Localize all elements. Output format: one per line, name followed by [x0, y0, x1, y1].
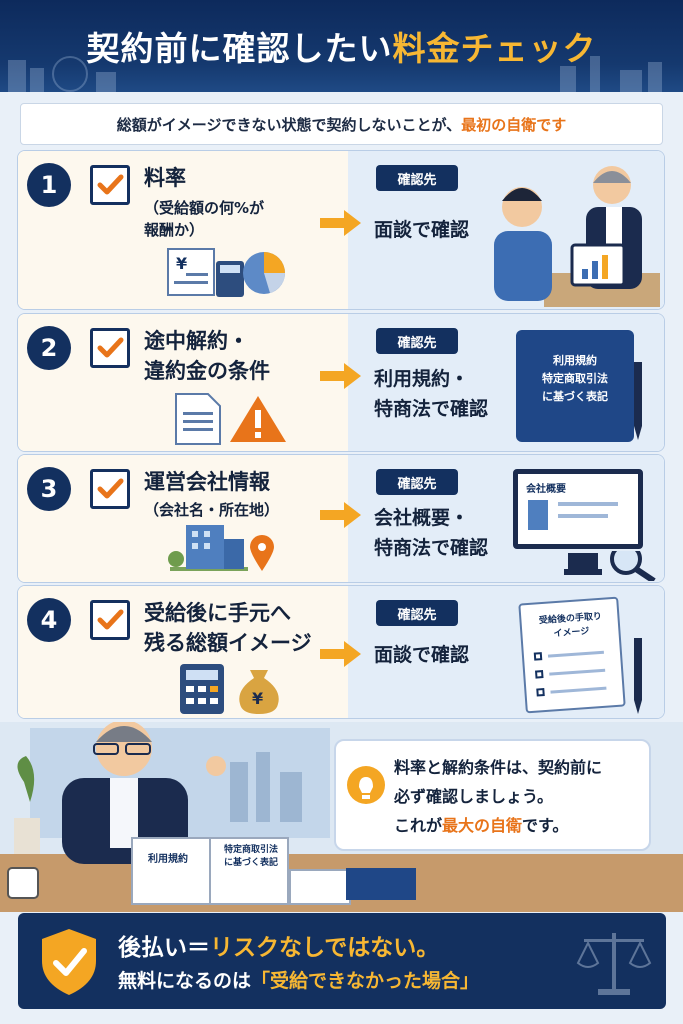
- city-skyline: [8, 56, 662, 92]
- checkbox-icon: [90, 469, 130, 509]
- item-title: 途中解約・違約金の条件: [144, 329, 270, 383]
- item-subtitle: （受給額の何%が報酬か）: [144, 199, 265, 239]
- check-item-3: 3 運営会社情報 （会社名・所在地） 確認先 会社概要・特商法で確認 会社概要: [17, 454, 665, 583]
- confirm-destination: 面談で確認: [374, 644, 470, 666]
- svg-text:¥: ¥: [252, 689, 263, 708]
- warning-line-1: 後払い＝リスクなしではない。: [118, 935, 440, 961]
- item-title: 料率: [144, 166, 186, 190]
- arrow-right-icon: [320, 641, 361, 667]
- check-item-2: 2 途中解約・違約金の条件 確認先 利用規約・特商法で確認 利用規約特定商取引法…: [17, 313, 665, 452]
- terms-book-icon: 利用規約特定商取引法に基づく表記: [516, 330, 634, 442]
- confirm-badge: 確認先: [376, 165, 458, 191]
- magnifier-icon: [564, 551, 656, 581]
- item-subtitle: （会社名・所在地）: [144, 501, 280, 519]
- document-warning-icon: [175, 393, 286, 445]
- calculator-chart-icon: ¥: [167, 248, 285, 297]
- confirm-destination: 面談で確認: [374, 219, 470, 241]
- arrow-right-icon: [320, 363, 361, 389]
- scales-icon: [576, 933, 652, 995]
- item-number: 4: [27, 598, 71, 642]
- desk-doc-terms: 利用規約: [148, 854, 188, 865]
- calculator-moneybag-icon: ¥: [180, 664, 279, 714]
- confirm-destination: 会社概要・特商法で確認: [374, 507, 489, 559]
- bottom-banner: 後払い＝リスクなしではない。 無料になるのは「受給できなかった場合」: [18, 913, 666, 1009]
- item-title: 運営会社情報: [144, 470, 270, 494]
- memo-pad-icon: 受給後の手取りイメージ: [518, 596, 626, 714]
- shield-check-icon: [42, 929, 96, 995]
- confirm-destination: 利用規約・特商法で確認: [374, 368, 489, 420]
- page-title: 契約前に確認したい料金チェック: [86, 29, 597, 68]
- pen-icon: [634, 362, 642, 440]
- desk-doc-tokushoho: 特定商取引法に基づく表記: [224, 845, 279, 868]
- confirm-badge: 確認先: [376, 328, 458, 354]
- arrow-right-icon: [320, 210, 361, 236]
- checkbox-icon: [90, 165, 130, 205]
- lightbulb-icon: [347, 766, 385, 804]
- check-item-1: 1 料率 （受給額の何%が報酬か） ¥ 確認先 面談で確認: [17, 150, 665, 310]
- item-title: 受給後に手元へ残る総額イメージ: [144, 601, 312, 655]
- header-banner: 契約前に確認したい料金チェック: [0, 0, 683, 92]
- checkbox-icon: [90, 600, 130, 640]
- item-number: 3: [27, 467, 71, 511]
- intro-banner: 総額がイメージできない状態で契約しないことが、最初の自衛です: [20, 103, 663, 145]
- svg-text:¥: ¥: [176, 254, 187, 273]
- building-location-icon: [168, 525, 274, 571]
- warning-line-2: 無料になるのは「受給できなかった場合」: [118, 970, 480, 992]
- check-item-4: 4 受給後に手元へ残る総額イメージ ¥ 確認先 面談で確認 受給後の手取りイメー…: [17, 585, 665, 719]
- arrow-right-icon: [320, 502, 361, 528]
- confirm-badge: 確認先: [376, 469, 458, 495]
- consultation-illustration: [494, 166, 660, 307]
- item-number: 1: [27, 163, 71, 207]
- company-profile-monitor: 会社概要: [513, 469, 643, 549]
- advice-bubble: 料率と解約条件は、契約前に 必ず確認しましょう。 これが最大の自衛です。: [334, 739, 651, 851]
- pen-icon: [634, 638, 642, 714]
- checkbox-icon: [90, 328, 130, 368]
- item-number: 2: [27, 326, 71, 370]
- advice-text: 料率と解約条件は、契約前に 必ず確認しましょう。 これが最大の自衛です。: [394, 758, 603, 835]
- confirm-badge: 確認先: [376, 600, 458, 626]
